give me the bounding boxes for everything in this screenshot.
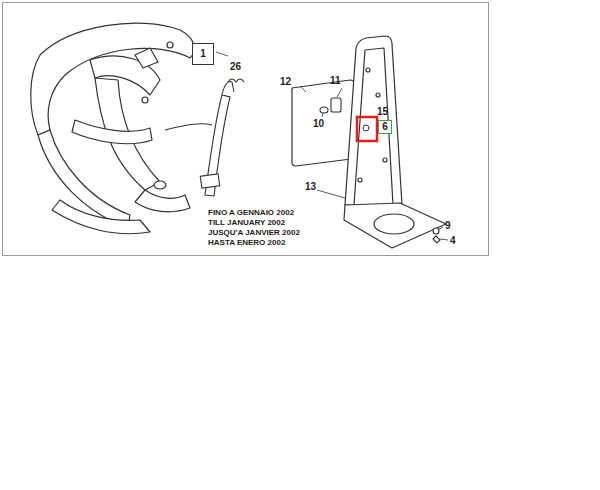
- strap: [165, 79, 244, 196]
- callout-box: 1: [192, 43, 214, 65]
- callout-number: 4: [450, 236, 456, 246]
- callout-number: 15: [377, 107, 388, 117]
- frame-border: [3, 3, 489, 256]
- callout-box-highlight: 6: [378, 120, 392, 134]
- fasteners: [320, 98, 440, 243]
- callout-number: 26: [230, 62, 241, 72]
- note-text: TILL JANUARY 2002: [208, 219, 285, 227]
- callout-number: 12: [280, 77, 291, 87]
- frame: [344, 36, 446, 248]
- note-text: FINO A GENNAIO 2002: [208, 209, 294, 217]
- back-plate: [292, 80, 355, 166]
- callout-number: 13: [305, 182, 316, 192]
- highlight-box: [357, 117, 377, 141]
- callout-number: 6: [382, 122, 388, 132]
- callout-number: 9: [445, 221, 451, 231]
- note-text: HASTA ENERO 2002: [208, 239, 285, 247]
- callout-number: 10: [313, 119, 324, 129]
- callout-number: 11: [330, 76, 341, 86]
- note-text: JUSQU'A JANVIER 2002: [208, 229, 300, 237]
- screw: [363, 125, 369, 131]
- callout-number: 1: [200, 49, 206, 59]
